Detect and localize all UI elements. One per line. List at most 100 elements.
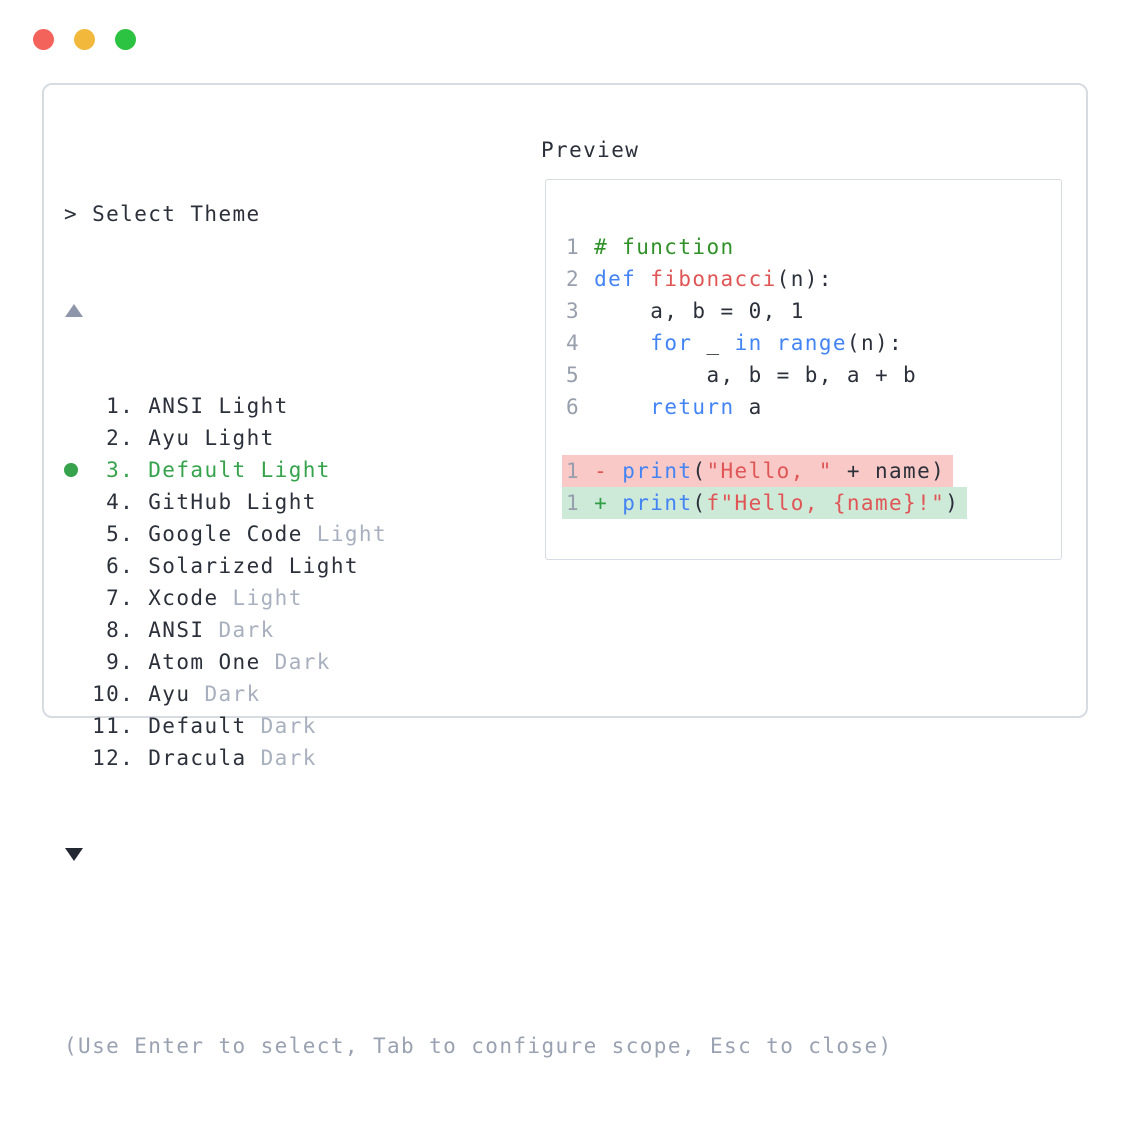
scroll-down-indicator[interactable] [64,838,893,870]
code-token-fn: fibonacci [650,267,777,291]
theme-option-1[interactable]: 1. ANSI Light [64,390,893,422]
theme-option-7[interactable]: 7. Xcode Light [64,582,893,614]
theme-number: 2. [64,426,149,450]
theme-option-3[interactable]: 3. Default Light [64,454,893,486]
scroll-down-icon [65,847,83,861]
code-token-sign-removed: - [594,459,623,483]
theme-option-11[interactable]: 11. Default Dark [64,710,893,742]
theme-option-12[interactable]: 12. Dracula Dark [64,742,893,774]
spacer-row [64,934,893,966]
window-controls [33,29,136,50]
code-token-kw: print [622,459,693,483]
theme-name: ANSI Light [148,394,289,418]
theme-number: 1. [64,394,149,418]
line-number: 1 [566,235,595,259]
theme-name: Default [148,714,247,738]
theme-number: 8. [64,618,149,642]
line-number: 6 [566,395,595,419]
code-token-kw: in [734,331,763,355]
selected-theme-dot-icon [64,463,78,477]
code-line: 6 return a [566,391,967,423]
line-number: 1 [566,459,595,483]
code-token-plain [594,331,650,355]
theme-number: 10. [64,682,149,706]
code-token-kw: return [650,395,735,419]
theme-variant-suffix: Dark [190,682,261,706]
preview-label: Preview [541,138,640,162]
code-token-plain: + name) [832,459,946,483]
theme-name: Default Light [148,458,331,482]
code-token-plain [594,395,650,419]
theme-number: 11. [64,714,149,738]
dialog-title: > Select Theme [64,202,261,226]
theme-name: Xcode [148,586,219,610]
keyboard-hint: (Use Enter to select, Tab to configure s… [64,1034,893,1058]
theme-variant-suffix: Dark [204,618,275,642]
scroll-up-icon [65,303,83,317]
theme-option-5[interactable]: 5. Google Code Light [64,518,893,550]
theme-variant-suffix: Light [218,586,303,610]
theme-option-2[interactable]: 2. Ayu Light [64,422,893,454]
theme-name: Ayu Light [148,426,275,450]
code-token-comment: # function [594,235,735,259]
theme-option-6[interactable]: 6. Solarized Light [64,550,893,582]
code-token-plain: a, b = 0, 1 [594,299,805,323]
diff-added-highlight: 1 + print(f"Hello, {name}!") [562,487,968,519]
line-number: 2 [566,267,595,291]
theme-name: Atom One [148,650,261,674]
code-line: 4 for _ in range(n): [566,327,967,359]
line-number: 3 [566,299,595,323]
theme-option-8[interactable]: 8. ANSI Dark [64,614,893,646]
theme-option-10[interactable]: 10. Ayu Dark [64,678,893,710]
line-number: 5 [566,363,595,387]
diff-line-removed: 1 - print("Hello, " + name) [562,455,967,487]
code-line: 5 a, b = b, a + b [566,359,967,391]
theme-variant-suffix: Dark [260,650,331,674]
code-token-kw: for [650,331,693,355]
code-token-plain: a, b = b, a + b [594,363,918,387]
theme-name: Solarized Light [148,554,359,578]
scroll-up-indicator[interactable] [64,294,893,326]
code-token-plain: _ [692,331,735,355]
theme-number: 9. [64,650,149,674]
code-token-kw: range [776,331,847,355]
code-token-plain [636,267,650,291]
theme-variant-suffix: Light [302,522,388,546]
code-token-plain: ( [692,459,707,483]
theme-name: Ayu [148,682,191,706]
code-token-plain: ( [692,491,707,515]
theme-option-9[interactable]: 9. Atom One Dark [64,646,893,678]
code-token-kw: print [622,491,693,515]
theme-option-4[interactable]: 4. GitHub Light [64,486,893,518]
code-token-plain: ) [945,491,960,515]
maximize-button[interactable] [115,29,136,50]
theme-number: 6. [64,554,149,578]
line-number: 4 [566,331,595,355]
minimize-button[interactable] [74,29,95,50]
code-token-plain: a [734,395,763,419]
theme-variant-suffix: Dark [246,746,317,770]
theme-number: 12. [64,746,149,770]
theme-name: ANSI [148,618,205,642]
code-token-plain: (n): [776,267,833,291]
diff-removed-highlight: 1 - print("Hello, " + name) [562,455,954,487]
theme-number: 3. [64,458,149,482]
theme-variant-suffix: Dark [246,714,317,738]
code-token-str: "Hello, " [706,459,833,483]
line-number: 1 [566,491,595,515]
diff-line-added: 1 + print(f"Hello, {name}!") [562,487,968,519]
theme-name: Dracula [148,746,247,770]
code-line: 3 a, b = 0, 1 [566,295,967,327]
close-button[interactable] [33,29,54,50]
code-blank-line [566,423,967,455]
code-token-kw: def [594,267,637,291]
theme-number: 4. [64,490,149,514]
code-line: 1 # function [566,231,967,263]
code-token-str: f"Hello, {name}!" [706,491,946,515]
code-line: 2 def fibonacci(n): [566,263,967,295]
theme-number: 7. [64,586,149,610]
theme-number: 5. [64,522,149,546]
code-token-sign-added: + [594,491,623,515]
